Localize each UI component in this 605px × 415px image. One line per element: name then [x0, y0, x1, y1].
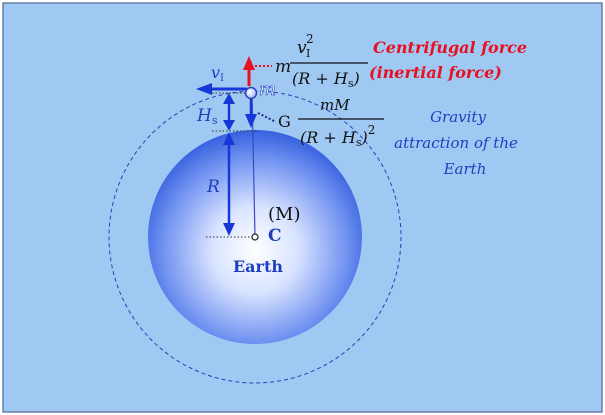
- svg-text:G: G: [278, 112, 291, 131]
- radius-arrow: [223, 132, 235, 236]
- altitude-label: Hs: [196, 106, 218, 127]
- centrifugal-arrow: [243, 56, 255, 86]
- gravity-formula: G mM (R + Hs)2: [278, 96, 384, 149]
- center-label: C: [268, 226, 282, 246]
- svg-text:2: 2: [306, 32, 314, 46]
- gravity-caption-line3: Earth: [443, 160, 487, 178]
- centrifugal-caption-line1: Centrifugal force: [373, 38, 527, 57]
- gravity-leader: [257, 112, 277, 123]
- satellite-mass-label: m: [259, 79, 276, 100]
- svg-text:mM: mM: [320, 96, 350, 114]
- gravity-caption-line2: attraction of the: [394, 134, 518, 152]
- svg-text:(R + Hs): (R + Hs): [292, 69, 360, 90]
- mass-label: (M): [268, 204, 300, 225]
- center-point: [251, 233, 259, 241]
- velocity-arrow: [196, 83, 247, 95]
- earth-label: Earth: [233, 257, 283, 276]
- radius-label: R: [206, 177, 220, 197]
- gravity-caption-line1: Gravity: [430, 108, 486, 126]
- svg-text:I: I: [306, 47, 310, 60]
- gravity-arrow: [245, 99, 257, 128]
- centrifugal-formula: m v 2 I (R + Hs): [275, 32, 368, 90]
- svg-text:m: m: [275, 57, 291, 77]
- velocity-label: vI: [211, 63, 224, 84]
- svg-text:(R + Hs)2: (R + Hs)2: [300, 123, 375, 149]
- satellite: [244, 86, 258, 100]
- svg-text:v: v: [297, 38, 307, 58]
- altitude-arrow: [223, 93, 235, 131]
- centrifugal-caption-line2: (inertial force): [369, 63, 502, 82]
